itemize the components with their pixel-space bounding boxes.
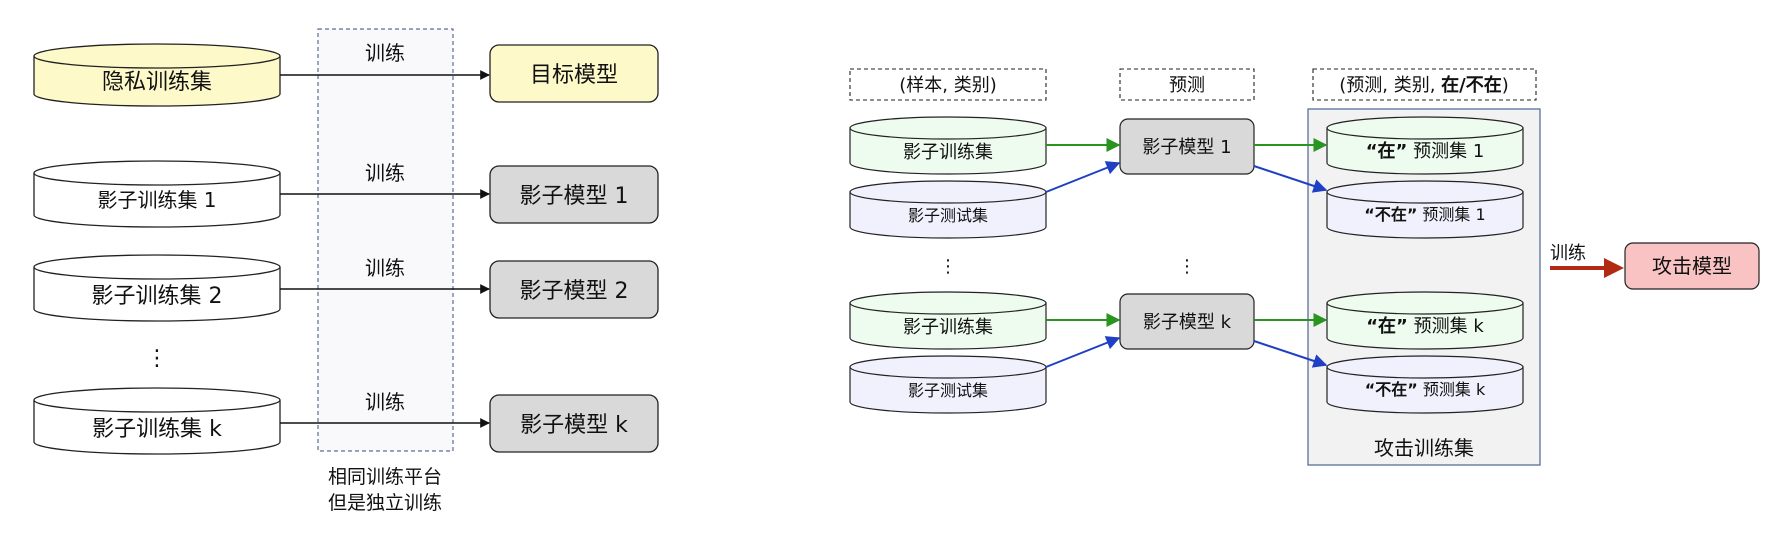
in-prediction-label: “在” 预测集 k [1366,315,1484,337]
shadow-model-box: 影子模型 k [489,394,659,453]
shadow-model-label: 影子模型 2 [520,279,629,304]
shadow-train-label: 影子训练集 [903,317,993,338]
out-prediction-label: “不在” 预测集 k [1365,380,1486,399]
platform-caption-line1: 相同训练平台 [328,466,442,488]
blue-arrow [1253,340,1328,368]
header-box [849,68,1047,101]
left-panel: 训练 训练 训练 训练 隐私训练集 目标模型 影子训练集 1 影子模型 1 [33,28,659,514]
shadow-dataset-cylinder: 影子训练集 2 [33,254,281,322]
platform-caption-line2: 但是独立训练 [328,492,442,514]
shadow-model-box: 影子模型 1 [489,165,659,224]
shadow-model-box: 影子模型 2 [489,260,659,319]
shadow-model-label: 影子模型 k [1143,312,1232,333]
shadow-model-label: 影子模型 1 [520,184,629,209]
shadow-train-cylinder: 影子训练集 [849,116,1047,175]
in-prediction-cylinder: “在” 预测集 k [1326,291,1524,350]
header-predict: 预测 [1169,75,1205,96]
shadow-dataset-label: 影子训练集 1 [97,188,216,212]
ellipsis: ⋮ [939,256,957,277]
train-label: 训练 [1550,243,1586,264]
private-dataset-label: 隐私训练集 [102,70,212,95]
in-prediction-label: “在” 预测集 1 [1366,140,1485,162]
attack-set-caption: 攻击训练集 [1374,436,1474,460]
shadow-test-cylinder: 影子测试集 [849,180,1047,239]
header-box [1119,68,1255,101]
attack-model-box: 攻击模型 [1624,242,1760,290]
shadow-model-box: 影子模型 1 [1119,118,1255,175]
shadow-train-label: 影子训练集 [903,142,993,163]
shadow-model-box: 影子模型 k [1119,293,1255,350]
header-box [1312,68,1537,101]
target-model-box: 目标模型 [489,44,659,103]
train-label: 训练 [365,41,405,65]
shadow-test-label: 影子测试集 [908,381,988,400]
train-label: 训练 [365,161,405,185]
shadow-test-label: 影子测试集 [908,206,988,225]
shadow-model-label: 影子模型 1 [1142,137,1231,158]
header-samples: (样本, 类别) [899,75,997,96]
train-label: 训练 [365,390,405,414]
shadow-dataset-label: 影子训练集 k [92,417,222,442]
out-prediction-cylinder: “不在” 预测集 1 [1326,180,1524,239]
shadow-dataset-cylinder: 影子训练集 k [33,387,281,455]
shadow-model-label: 影子模型 k [520,413,628,438]
blue-arrow [1045,336,1121,368]
train-label: 训练 [365,256,405,280]
private-dataset-cylinder: 隐私训练集 [33,43,281,107]
attack-model-label: 攻击模型 [1652,254,1732,278]
shadow-dataset-cylinder: 影子训练集 1 [33,160,281,228]
out-prediction-cylinder: “不在” 预测集 k [1326,355,1524,414]
out-prediction-label: “不在” 预测集 1 [1364,205,1485,224]
ellipsis: ⋮ [1178,256,1196,277]
ellipsis: ⋮ [146,346,168,371]
in-prediction-cylinder: “在” 预测集 1 [1326,116,1524,175]
header-result: (预测, 类别, 在/不在) [1339,74,1509,96]
shadow-test-cylinder: 影子测试集 [849,355,1047,414]
target-model-label: 目标模型 [530,63,618,88]
right-panel: (样本, 类别) 预测 (预测, 类别, 在/不在) 攻击训练集 影子训练集 影… [849,68,1760,466]
shadow-dataset-label: 影子训练集 2 [92,284,223,309]
platform-box [317,28,454,452]
blue-arrow [1045,161,1121,193]
blue-arrow [1253,165,1328,193]
shadow-train-cylinder: 影子训练集 [849,291,1047,350]
